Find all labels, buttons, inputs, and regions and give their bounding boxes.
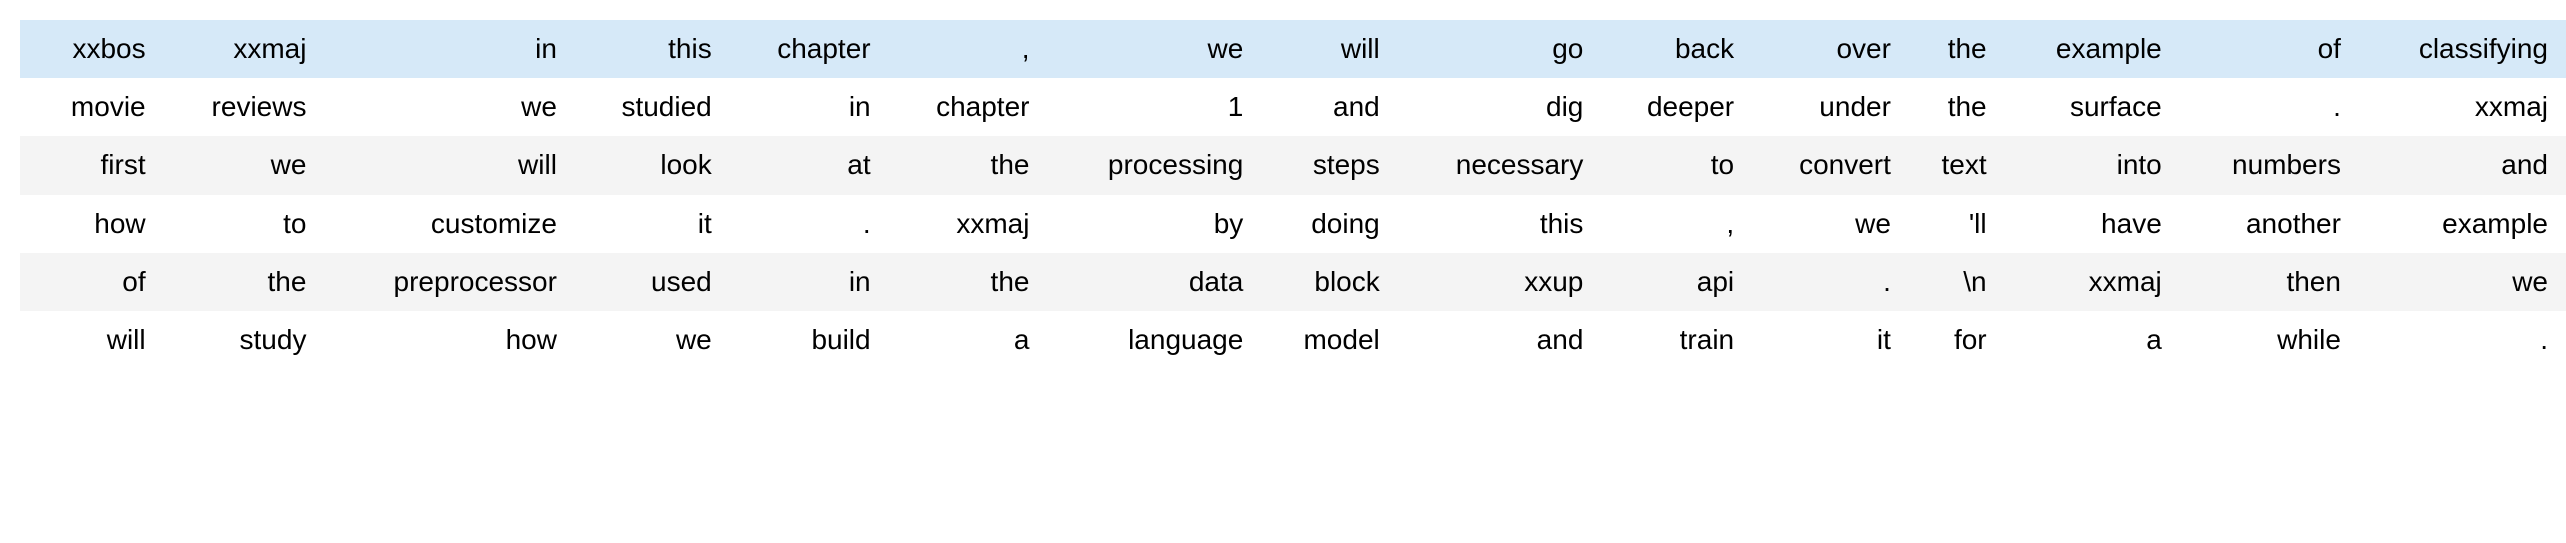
table-cell: and	[1393, 310, 1598, 370]
table-cell: for	[1904, 310, 2001, 370]
table-cell: block	[1257, 252, 1394, 311]
table-cell: then	[2175, 252, 2355, 311]
table-cell: by	[1043, 194, 1258, 253]
table-cell: example	[2000, 20, 2176, 79]
table-cell: will	[1257, 20, 1394, 79]
table-cell: deeper	[1597, 78, 1749, 137]
table-cell: the	[884, 136, 1044, 195]
table-cell: .	[2354, 310, 2566, 370]
table-cell: surface	[2000, 78, 2176, 137]
table-cell: a	[884, 310, 1044, 370]
table-cell: api	[1597, 252, 1749, 311]
table-cell: into	[2000, 136, 2176, 195]
table-cell: 1	[1043, 78, 1258, 137]
table-cell: xxmaj	[884, 194, 1044, 253]
table-cell: go	[1393, 20, 1598, 79]
table-cell: first	[20, 136, 160, 195]
table-cell: movie	[20, 78, 160, 137]
table-cell: how	[320, 310, 571, 370]
table-cell: xxmaj	[2354, 78, 2566, 137]
table-cell: build	[725, 310, 885, 370]
table-cell: and	[2354, 136, 2566, 195]
table-cell: a	[2000, 310, 2176, 370]
table-cell: we	[1748, 194, 1905, 253]
table-cell: \n	[1904, 252, 2001, 311]
table-cell: to	[1597, 136, 1749, 195]
table-cell: this	[1393, 194, 1598, 253]
table-cell: over	[1748, 20, 1905, 79]
table-cell: at	[725, 136, 885, 195]
table-cell: in	[320, 20, 571, 79]
table-cell: train	[1597, 310, 1749, 370]
table-cell: will	[20, 310, 160, 370]
table-cell: we	[320, 78, 571, 137]
table-cell: example	[2354, 194, 2566, 253]
table-cell: and	[1257, 78, 1394, 137]
table-cell: the	[1904, 78, 2001, 137]
table-cell: reviews	[159, 78, 321, 137]
table-cell: in	[725, 252, 885, 311]
table-cell: data	[1043, 252, 1258, 311]
table-cell: chapter	[725, 20, 885, 79]
table-cell: look	[570, 136, 726, 195]
table-cell: we	[159, 136, 321, 195]
table-cell: it	[570, 194, 726, 253]
table-cell: the	[884, 252, 1044, 311]
table-cell: have	[2000, 194, 2176, 253]
table-cell: studied	[570, 78, 726, 137]
table-cell: xxmaj	[2000, 252, 2176, 311]
table-cell: it	[1748, 310, 1905, 370]
table-cell: used	[570, 252, 726, 311]
table-cell: xxup	[1393, 252, 1598, 311]
table-cell: this	[570, 20, 726, 79]
table-cell: the	[1904, 20, 2001, 79]
table-cell: another	[2175, 194, 2355, 253]
table-cell: of	[2175, 20, 2355, 79]
table-cell: xxbos	[20, 20, 160, 79]
table-cell: processing	[1043, 136, 1258, 195]
table-cell: dig	[1393, 78, 1598, 137]
table-cell: numbers	[2175, 136, 2355, 195]
table-cell: steps	[1257, 136, 1394, 195]
table-cell: customize	[320, 194, 571, 253]
table-cell: study	[159, 310, 321, 370]
table-cell: to	[159, 194, 321, 253]
table-cell: we	[2354, 252, 2566, 311]
table-cell: we	[1043, 20, 1258, 79]
table-cell: how	[20, 194, 160, 253]
table-cell: xxmaj	[159, 20, 321, 79]
table-cell: 'll	[1904, 194, 2001, 253]
table-cell: text	[1904, 136, 2001, 195]
table-cell: doing	[1257, 194, 1394, 253]
table-cell: the	[159, 252, 321, 311]
table-cell: language	[1043, 310, 1258, 370]
table-cell: model	[1257, 310, 1394, 370]
table-cell: .	[1748, 252, 1905, 311]
table-cell: .	[725, 194, 885, 253]
table-cell: in	[725, 78, 885, 137]
table-cell: chapter	[884, 78, 1044, 137]
table-cell: back	[1597, 20, 1749, 79]
table-cell: .	[2175, 78, 2355, 137]
table-cell: of	[20, 252, 160, 311]
table-cell: will	[320, 136, 571, 195]
table-cell: we	[570, 310, 726, 370]
table-cell: while	[2175, 310, 2355, 370]
table-cell: classifying	[2354, 20, 2566, 79]
table-cell: necessary	[1393, 136, 1598, 195]
table-cell: preprocessor	[320, 252, 571, 311]
table-cell: convert	[1748, 136, 1905, 195]
table-cell: ,	[884, 20, 1044, 79]
table-cell: ,	[1597, 194, 1749, 253]
table-cell: under	[1748, 78, 1905, 137]
